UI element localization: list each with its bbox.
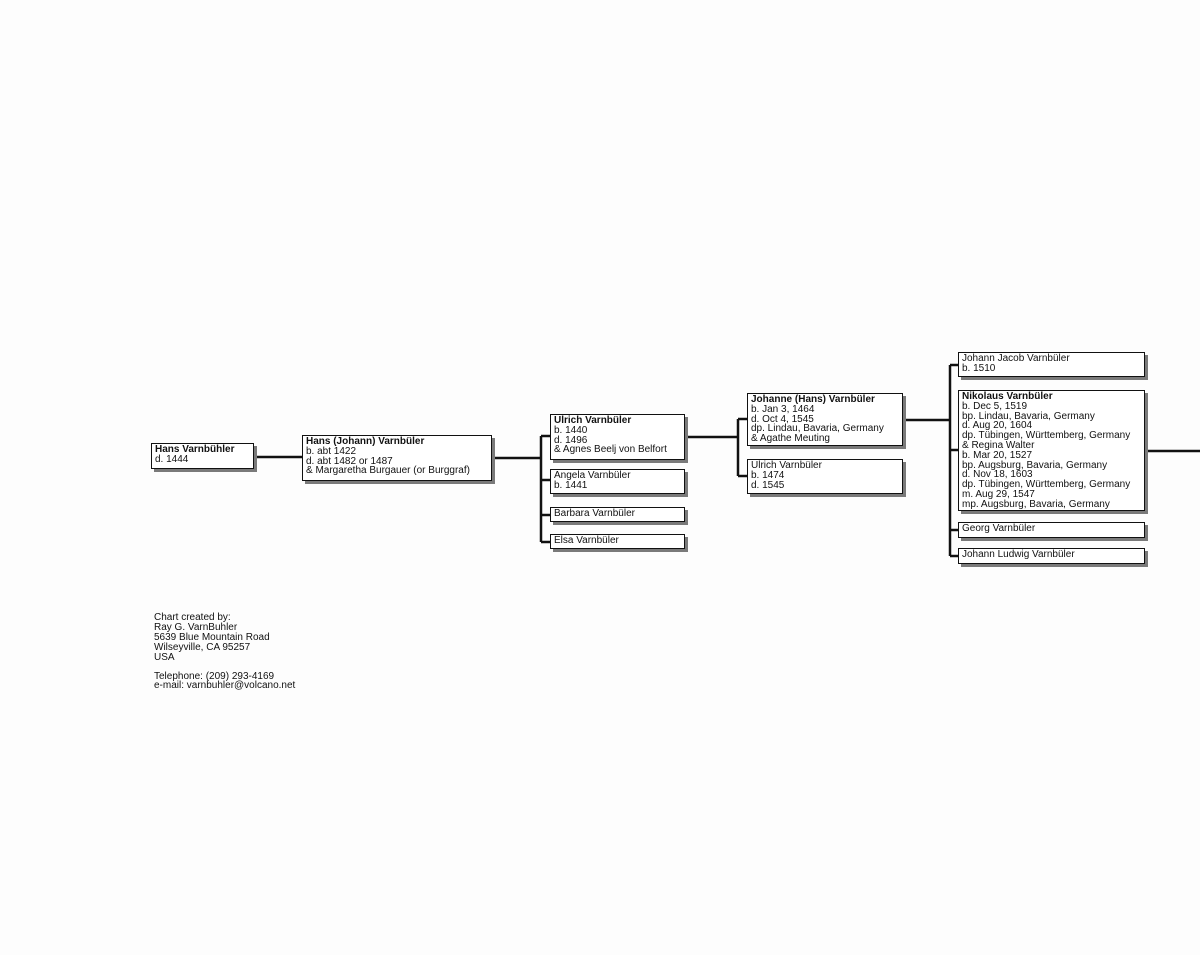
person-detail: dp. Lindau, Bavaria, Germany [751, 423, 884, 435]
person-name: Barbara Varnbüler [554, 508, 635, 519]
person-detail: d. Oct 4, 1545 [751, 413, 814, 425]
person-detail: dp. Tübingen, Württemberg, Germany [962, 430, 1131, 442]
person-detail: b. Dec 5, 1519 [962, 400, 1028, 412]
person-box-hans[interactable]: Hans Varnbühler d. 1444 [151, 443, 254, 469]
person-name: Angela Varnbüler [554, 470, 631, 481]
person-detail: & Margaretha Burgauer (or Burggraf) [306, 465, 470, 477]
person-detail: d. 1496 [554, 434, 588, 446]
person-name: Johanne (Hans) Varnbüler [751, 394, 875, 405]
person-detail: bp. Lindau, Bavaria, Germany [962, 410, 1095, 422]
person-box-barbara[interactable]: Barbara Varnbüler [550, 507, 685, 522]
person-box-elsa[interactable]: Elsa Varnbüler [550, 534, 685, 549]
person-box-johann-ludwig[interactable]: Johann Ludwig Varnbüler [958, 548, 1145, 564]
person-detail: d. Aug 20, 1604 [962, 420, 1033, 432]
person-box-nikolaus[interactable]: Nikolaus Varnbüler b. Dec 5, 1519 bp. Li… [958, 390, 1145, 511]
person-detail: b. Jan 3, 1464 [751, 403, 815, 415]
person-detail: b. 1474 [751, 469, 785, 481]
person-name: Hans Varnbühler [155, 444, 235, 455]
credits-email: e-mail: varnbuhler@volcano.net [154, 680, 296, 692]
credits-author: Ray G. VarnBuhler [154, 621, 238, 633]
person-detail: b. 1441 [554, 479, 588, 491]
person-name: Elsa Varnbüler [554, 535, 619, 546]
person-detail: dp. Tübingen, Württemberg, Germany [962, 479, 1131, 491]
person-detail: & Agnes Beelj von Belfort [554, 444, 667, 456]
person-detail: b. abt 1422 [306, 445, 357, 457]
person-name: Johann Ludwig Varnbüler [962, 549, 1075, 560]
person-detail: mp. Augsburg, Bavaria, Germany [962, 498, 1110, 510]
person-box-georg[interactable]: Georg Varnbüler [958, 522, 1145, 538]
person-detail: b. 1510 [962, 362, 996, 374]
credits-telephone: Telephone: (209) 293-4169 [154, 670, 275, 682]
credits-street: 5639 Blue Mountain Road [154, 631, 270, 643]
person-box-hans-johann[interactable]: Hans (Johann) Varnbüler b. abt 1422 d. a… [302, 435, 492, 481]
person-detail: & Agathe Meuting [751, 433, 830, 445]
person-name: Nikolaus Varnbüler [962, 391, 1053, 402]
credits-city: Wilseyville, CA 95257 [154, 641, 251, 653]
person-detail: m. Aug 29, 1547 [962, 488, 1035, 500]
person-name: Johann Jacob Varnbüler [962, 353, 1070, 364]
person-detail: d. Nov 18, 1603 [962, 469, 1033, 481]
chart-credits: Chart created by: Ray G. VarnBuhler 5639… [154, 613, 295, 691]
person-name: Georg Varnbüler [962, 523, 1036, 534]
person-detail: d. 1444 [155, 453, 189, 465]
person-detail: d. 1545 [751, 479, 785, 491]
person-name: Ulrich Varnbüler [554, 415, 632, 426]
person-name: Ulrich Varnbüler [751, 460, 822, 471]
person-detail: b. 1440 [554, 424, 588, 436]
person-name: Hans (Johann) Varnbüler [306, 436, 425, 447]
person-box-johanne[interactable]: Johanne (Hans) Varnbüler b. Jan 3, 1464 … [747, 393, 903, 446]
person-box-johann-jacob[interactable]: Johann Jacob Varnbüler b. 1510 [958, 352, 1145, 377]
person-detail: & Regina Walter [962, 439, 1035, 451]
person-box-angela[interactable]: Angela Varnbüler b. 1441 [550, 469, 685, 494]
person-detail: d. abt 1482 or 1487 [306, 455, 393, 467]
credits-heading: Chart created by: [154, 612, 231, 623]
person-detail: bp. Augsburg, Bavaria, Germany [962, 459, 1108, 471]
person-box-ulrich[interactable]: Ulrich Varnbüler b. 1440 d. 1496 & Agnes… [550, 414, 685, 460]
person-box-ulrich-junior[interactable]: Ulrich Varnbüler b. 1474 d. 1545 [747, 459, 903, 494]
credits-country: USA [154, 651, 175, 663]
person-detail: b. Mar 20, 1527 [962, 449, 1033, 461]
